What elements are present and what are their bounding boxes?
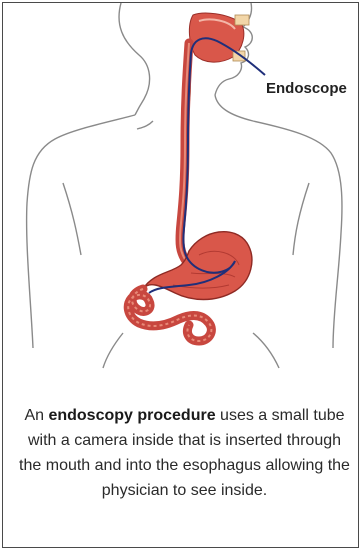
caption-text: An endoscopy procedure uses a small tube… (17, 403, 352, 503)
diagram-frame: Endoscope An endoscopy procedure uses a … (2, 2, 359, 548)
caption-emphasis: endoscopy procedure (48, 407, 215, 424)
anatomy-illustration (3, 3, 363, 403)
endoscope-label: Endoscope (266, 80, 347, 97)
caption-lead: An (24, 407, 48, 424)
